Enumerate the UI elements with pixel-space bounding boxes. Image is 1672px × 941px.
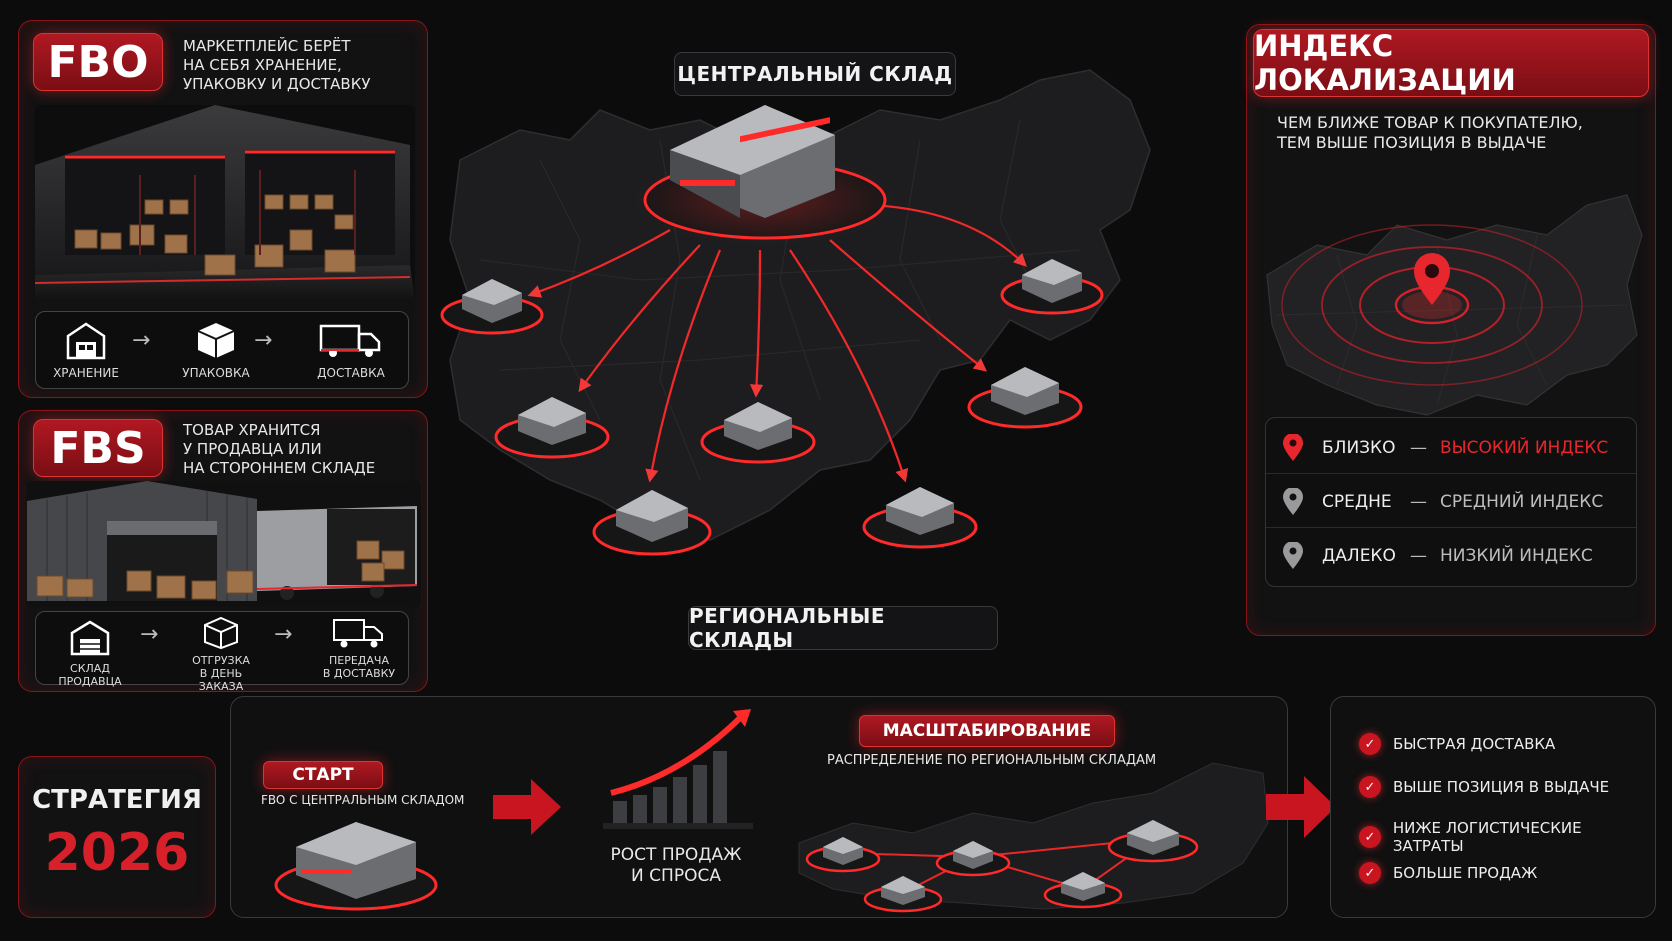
growth-label-line-2: И СПРОСА bbox=[631, 866, 721, 887]
legend-row-near: БЛИЗКО — ВЫСОКИЙ ИНДЕКС bbox=[1266, 422, 1636, 474]
benefit-higher-position-label: ВЫШЕ ПОЗИЦИЯ В ВЫДАЧЕ bbox=[1393, 778, 1610, 796]
warehouse-icon bbox=[66, 322, 106, 360]
fbs-step-shipment-label: ОТГРУЗКА В ДЕНЬ ЗАКАЗА bbox=[192, 654, 250, 694]
growth-label: РОСТ ПРОДАЖ И СПРОСА bbox=[561, 845, 791, 888]
localization-index-panel: ИНДЕКС ЛОКАЛИЗАЦИИ ЧЕМ БЛИЖЕ ТОВАР К ПОК… bbox=[1246, 24, 1656, 636]
start-warehouse-image bbox=[274, 822, 438, 911]
fbo-desc-line-3: УПАКОВКУ И ДОСТАВКУ bbox=[183, 74, 371, 93]
legend-far-distance: ДАЛЕКО bbox=[1322, 546, 1396, 566]
arrow-right-icon: → bbox=[254, 328, 273, 353]
fbs-desc-line-1: ТОВАР ХРАНИТСЯ bbox=[183, 421, 321, 439]
fbs-description: ТОВАР ХРАНИТСЯ У ПРОДАВЦА ИЛИ НА СТОРОНН… bbox=[183, 421, 375, 477]
fbs-warehouse-image bbox=[27, 481, 421, 607]
benefit-more-sales: ✓ БОЛЬШЕ ПРОДАЖ bbox=[1359, 862, 1537, 884]
legend-medium-distance: СРЕДНЕ bbox=[1322, 491, 1392, 512]
start-caption: FBO С ЦЕНТРАЛЬНЫМ СКЛАДОМ bbox=[261, 793, 465, 807]
index-subtitle: ЧЕМ БЛИЖЕ ТОВАР К ПОКУПАТЕЛЮ, ТЕМ ВЫШЕ П… bbox=[1277, 113, 1583, 153]
index-subtitle-line-2: ТЕМ ВЫШЕ ПОЗИЦИЯ В ВЫДАЧЕ bbox=[1277, 133, 1547, 152]
fbs-step-shipment: ОТГРУЗКА В ДЕНЬ ЗАКАЗА bbox=[176, 616, 266, 694]
index-legend: БЛИЗКО — ВЫСОКИЙ ИНДЕКС СРЕДНЕ — СРЕДНИЙ… bbox=[1265, 417, 1637, 587]
index-title: ИНДЕКС ЛОКАЛИЗАЦИИ bbox=[1253, 29, 1649, 97]
arrow-right-icon: → bbox=[140, 622, 159, 647]
arrow-right-icon: → bbox=[274, 622, 293, 647]
legend-far-level: НИЗКИЙ ИНДЕКС bbox=[1440, 546, 1593, 566]
benefit-lower-costs-label: НИЖЕ ЛОГИСТИЧЕСКИЕ ЗАТРАТЫ bbox=[1392, 819, 1582, 855]
legend-medium-dash: — bbox=[1410, 491, 1427, 512]
arrow-right-icon bbox=[493, 779, 561, 835]
fbs-step-seller-warehouse-label: СКЛАД ПРОДАВЦА bbox=[58, 662, 122, 689]
scaling-map bbox=[798, 762, 1269, 913]
fbo-step-storage-label: ХРАНЕНИЕ bbox=[53, 366, 119, 380]
box-icon bbox=[204, 616, 238, 650]
fbs-desc-line-2: У ПРОДАВЦА ИЛИ bbox=[183, 439, 322, 458]
truck-icon bbox=[319, 324, 381, 357]
fbo-description: МАРКЕТПЛЕЙС БЕРЁТ НА СЕБЯ ХРАНЕНИЕ, УПАК… bbox=[183, 37, 370, 93]
growth-label-line-1: РОСТ ПРОДАЖ bbox=[610, 845, 742, 865]
check-icon: ✓ bbox=[1359, 776, 1381, 798]
truck-icon bbox=[333, 619, 383, 648]
strategy-year: 2026 bbox=[44, 823, 190, 883]
legend-row-far: ДАЛЕКО — НИЗКИЙ ИНДЕКС bbox=[1266, 530, 1636, 582]
fbs-step-handover: ПЕРЕДАЧА В ДОСТАВКУ bbox=[314, 616, 404, 680]
box-icon bbox=[197, 323, 235, 358]
legend-medium-level: СРЕДНИЙ ИНДЕКС bbox=[1440, 491, 1604, 512]
legend-near-level: ВЫСОКИЙ ИНДЕКС bbox=[1440, 437, 1609, 458]
fbs-step-seller-warehouse: СКЛАД ПРОДАВЦА bbox=[38, 618, 142, 688]
check-icon: ✓ bbox=[1359, 862, 1381, 884]
benefit-more-sales-label: БОЛЬШЕ ПРОДАЖ bbox=[1393, 864, 1538, 882]
benefit-higher-position: ✓ ВЫШЕ ПОЗИЦИЯ В ВЫДАЧЕ bbox=[1359, 776, 1609, 798]
fbs-step-handover-label: ПЕРЕДАЧА В ДОСТАВКУ bbox=[322, 654, 396, 681]
regional-warehouses bbox=[440, 259, 1104, 556]
strategy-timeline: СТАРТ FBO С ЦЕНТРАЛЬНЫМ СКЛАДОМ РОСТ ПРО… bbox=[230, 696, 1288, 918]
scaling-caption: РАСПРЕДЕЛЕНИЕ ПО РЕГИОНАЛЬНЫМ СКЛАДАМ bbox=[827, 753, 1157, 768]
benefit-fast-delivery: ✓ БЫСТРАЯ ДОСТАВКА bbox=[1359, 733, 1555, 755]
fbo-step-delivery-label: ДОСТАВКА bbox=[317, 366, 385, 380]
fbs-steps: СКЛАД ПРОДАВЦА → ОТГРУЗКА В ДЕНЬ ЗАКАЗА … bbox=[35, 611, 409, 693]
location-pin-icon bbox=[1283, 542, 1303, 569]
fbo-title: FBO bbox=[33, 33, 163, 91]
fbo-desc-line-1: МАРКЕТПЛЕЙС БЕРЁТ bbox=[183, 37, 351, 55]
legend-near-distance: БЛИЗКО bbox=[1322, 437, 1396, 458]
start-badge: СТАРТ bbox=[263, 761, 383, 789]
fbo-warehouse-image bbox=[35, 105, 415, 301]
legend-near-dash: — bbox=[1410, 437, 1427, 458]
fbo-step-storage: ХРАНЕНИЕ bbox=[46, 320, 126, 380]
check-icon: ✓ bbox=[1359, 826, 1381, 848]
strategy-panel: СТРАТЕГИЯ 2026 bbox=[18, 756, 216, 918]
legend-row-medium: СРЕДНЕ — СРЕДНИЙ ИНДЕКС bbox=[1266, 476, 1636, 528]
location-pin-icon bbox=[1283, 487, 1303, 515]
location-pin-icon bbox=[1283, 433, 1303, 461]
check-icon: ✓ bbox=[1359, 733, 1381, 755]
strategy-title: СТРАТЕГИЯ bbox=[32, 785, 202, 815]
fbo-desc-line-2: НА СЕБЯ ХРАНЕНИЕ, bbox=[183, 55, 342, 74]
fbo-panel: FBO МАРКЕТПЛЕЙС БЕРЁТ НА СЕБЯ ХРАНЕНИЕ, … bbox=[18, 20, 428, 398]
benefit-fast-delivery-label: БЫСТРАЯ ДОСТАВКА bbox=[1393, 735, 1556, 753]
central-warehouse-label: ЦЕНТРАЛЬНЫЙ СКЛАД bbox=[674, 52, 956, 96]
benefit-lower-costs: ✓ НИЖЕ ЛОГИСТИЧЕСКИЕ ЗАТРАТЫ bbox=[1359, 819, 1655, 855]
benefits-panel: ✓ БЫСТРАЯ ДОСТАВКА ✓ ВЫШЕ ПОЗИЦИЯ В ВЫДА… bbox=[1330, 696, 1656, 918]
russia-network-map bbox=[440, 69, 1151, 556]
fbo-step-delivery: ДОСТАВКА bbox=[306, 320, 396, 380]
fbs-title: FBS bbox=[33, 419, 163, 477]
fbo-steps: ХРАНЕНИЕ → УПАКОВКА → ДОСТАВКА bbox=[35, 311, 409, 389]
fbs-desc-line-3: НА СТОРОННЕМ СКЛАДЕ bbox=[183, 458, 376, 477]
fbo-step-packing-label: УПАКОВКА bbox=[182, 366, 250, 380]
fbo-step-packing: УПАКОВКА bbox=[176, 320, 256, 380]
legend-far-dash: — bbox=[1410, 546, 1427, 566]
regional-warehouses-label: РЕГИОНАЛЬНЫЕ СКЛАДЫ bbox=[688, 604, 998, 652]
index-subtitle-line-1: ЧЕМ БЛИЖЕ ТОВАР К ПОКУПАТЕЛЮ, bbox=[1277, 113, 1583, 132]
arrow-right-icon bbox=[1266, 776, 1336, 838]
index-map bbox=[1266, 194, 1643, 416]
growth-chart-icon bbox=[603, 709, 753, 829]
location-pin-icon bbox=[1414, 253, 1450, 305]
warehouse-icon bbox=[70, 620, 110, 656]
fbs-panel: FBS ТОВАР ХРАНИТСЯ У ПРОДАВЦА ИЛИ НА СТО… bbox=[18, 410, 428, 693]
arrow-right-icon: → bbox=[132, 328, 151, 353]
scaling-badge: МАСШТАБИРОВАНИЕ bbox=[859, 715, 1115, 747]
